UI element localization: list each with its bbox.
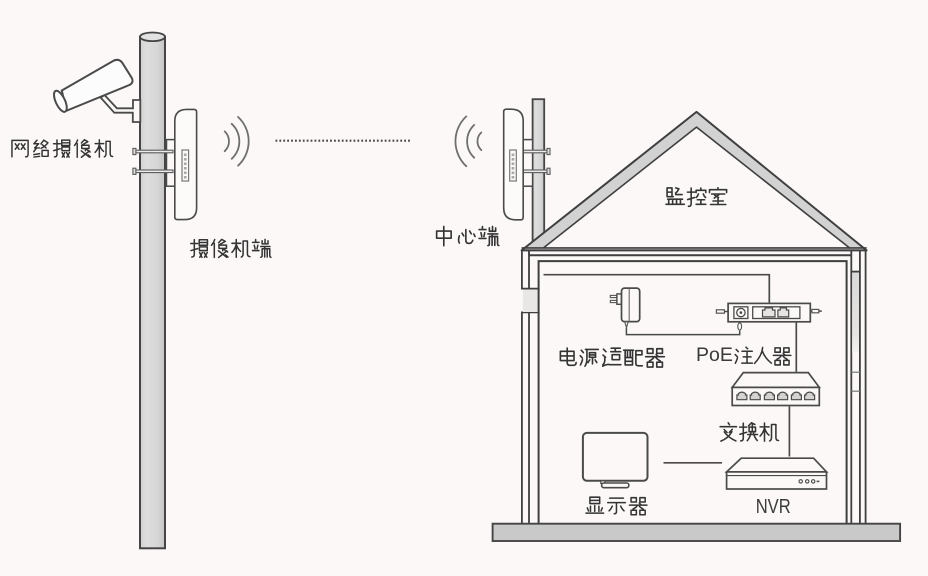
- svg-text:PoE: PoE: [696, 344, 733, 366]
- svg-text:NVR: NVR: [756, 495, 791, 518]
